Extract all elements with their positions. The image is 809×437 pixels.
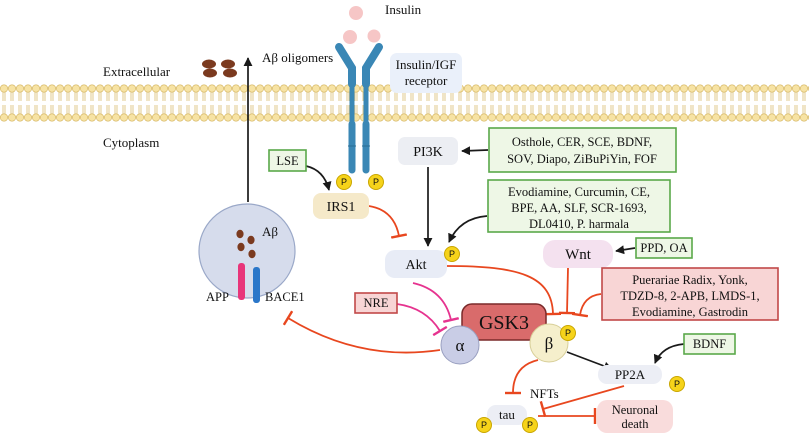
insulin-dot bbox=[367, 29, 381, 43]
receptor-label-box bbox=[390, 53, 462, 93]
cytoplasm-label: Cytoplasm bbox=[103, 135, 159, 150]
irs1-inhibits-akt bbox=[368, 205, 408, 239]
phospho-label: P bbox=[527, 420, 533, 430]
wnt-label: Wnt bbox=[565, 247, 592, 263]
irs1-label: IRS1 bbox=[327, 200, 356, 215]
gsk3-beta-circle bbox=[529, 323, 569, 363]
abeta-monomers-icon bbox=[236, 229, 256, 259]
pi3k-activators-box bbox=[488, 127, 677, 173]
gsk3b-inhibitors-line1: Puerariae Radix, Yonk, bbox=[632, 273, 748, 287]
ppd-oa-box bbox=[635, 237, 693, 259]
pp2a-label: PP2A bbox=[615, 367, 646, 382]
nfts-label: NFTs bbox=[530, 386, 559, 401]
lse-to-irs1-arrow bbox=[305, 165, 332, 191]
gsk3-label: GSK3 bbox=[479, 312, 529, 334]
akt-inhibits-gsk3b bbox=[446, 265, 562, 316]
insulin-igf-receptor bbox=[335, 43, 383, 174]
akt-activators-line2: BPE, AA, SLF, SCR-1693, bbox=[511, 201, 647, 215]
akt-label: Akt bbox=[406, 258, 427, 273]
bdnf-to-pp2a-arrow bbox=[653, 343, 685, 364]
tau-phospho-right: P bbox=[522, 417, 538, 433]
extracellular-label: Extracellular bbox=[103, 64, 171, 79]
phospho-label: P bbox=[373, 177, 379, 187]
abeta-label: Aβ bbox=[262, 224, 278, 239]
nre-label: NRE bbox=[364, 296, 389, 310]
gsk3-beta-label: β bbox=[545, 334, 554, 353]
phospho-label: P bbox=[565, 328, 571, 338]
receptor-phospho-left: P bbox=[336, 174, 352, 190]
insulin-label: Insulin bbox=[385, 2, 422, 17]
receptor-phospho-right: P bbox=[368, 174, 384, 190]
tau-label: tau bbox=[499, 407, 515, 422]
phospho-label: P bbox=[341, 177, 347, 187]
phospho-label: P bbox=[481, 420, 487, 430]
phospho-label: P bbox=[449, 249, 455, 259]
gsk3-alpha-label: α bbox=[456, 336, 465, 355]
gsk3b-inhibitors-line3: Evodiamine, Gastrodin bbox=[632, 305, 749, 319]
lse-label: LSE bbox=[276, 154, 299, 168]
akt-box bbox=[385, 250, 447, 278]
gsk3-alpha-circle bbox=[440, 325, 480, 365]
vesicle bbox=[198, 203, 296, 299]
pp2a-inhibits-tau bbox=[539, 385, 625, 418]
tau-box bbox=[487, 405, 527, 425]
insulin-dot bbox=[343, 30, 357, 44]
phospho-label: P bbox=[674, 379, 680, 389]
abeta-oligomers-icon bbox=[202, 59, 237, 78]
neuronal-death-line2: death bbox=[621, 417, 649, 431]
neuronal-death-line1: Neuronal bbox=[612, 403, 659, 417]
insulin-molecules bbox=[343, 6, 381, 44]
pi3k-label: PI3K bbox=[413, 145, 443, 160]
pp2a-box bbox=[598, 365, 662, 384]
bdnf-box bbox=[683, 333, 736, 355]
ppd-oa-to-wnt-arrow bbox=[615, 245, 636, 255]
receptor-label-line1: Insulin/IGF bbox=[396, 57, 457, 72]
app-label: APP bbox=[206, 290, 229, 304]
gsk3b-inhibitors-box bbox=[601, 267, 779, 321]
irs1-box bbox=[313, 193, 369, 219]
pi3k-activators-line2: SOV, Diapo, ZiBuPiYin, FOF bbox=[507, 152, 657, 166]
pi3k-box bbox=[398, 137, 458, 165]
nre-box bbox=[354, 292, 398, 314]
akt-activators-box bbox=[487, 179, 671, 233]
gsk3-beta-phospho: P bbox=[560, 325, 576, 341]
abeta-oligomers-label: Aβ oligomers bbox=[262, 50, 333, 65]
gsk3a-inhibits-app-processing bbox=[282, 310, 441, 354]
akt-activators-line1: Evodiamine, Curcumin, CE, bbox=[508, 185, 650, 199]
gsk3b-inhibitors-line2: TDZD-8, 2-APB, LMDS-1, bbox=[620, 289, 759, 303]
tau-phospho-left: P bbox=[476, 417, 492, 433]
gsk3b-to-tau-line bbox=[504, 359, 539, 395]
nre-inhibits-gsk3a bbox=[396, 303, 448, 337]
gsk3-box bbox=[461, 303, 547, 341]
app-protein bbox=[238, 263, 245, 300]
insulin-dot bbox=[349, 6, 363, 20]
bace1-protein bbox=[253, 267, 260, 303]
neuronal-death-box bbox=[597, 400, 673, 433]
receptor-label-line2: receptor bbox=[405, 73, 448, 88]
akt-phospho: P bbox=[444, 246, 460, 262]
pp2a-phospho: P bbox=[669, 376, 685, 392]
pi3k-activators-line1: Osthole, CER, SCE, BDNF, bbox=[512, 135, 652, 149]
lse-box bbox=[268, 149, 307, 172]
bace1-label: BACE1 bbox=[265, 290, 305, 304]
bdnf-label: BDNF bbox=[693, 337, 726, 351]
ppd-oa-label: PPD, OA bbox=[640, 241, 687, 255]
pi3k-activators-arrow bbox=[461, 146, 489, 156]
wnt-inhibits-gsk3b bbox=[558, 267, 576, 315]
akt-activators-line3: DL0410, P. harmala bbox=[529, 217, 629, 231]
akt-activators-arrow bbox=[448, 215, 488, 243]
wnt-box bbox=[543, 240, 613, 268]
akt-inhibits-gsk3a bbox=[412, 282, 460, 323]
gsk3b-inhibitors-line bbox=[571, 293, 602, 318]
